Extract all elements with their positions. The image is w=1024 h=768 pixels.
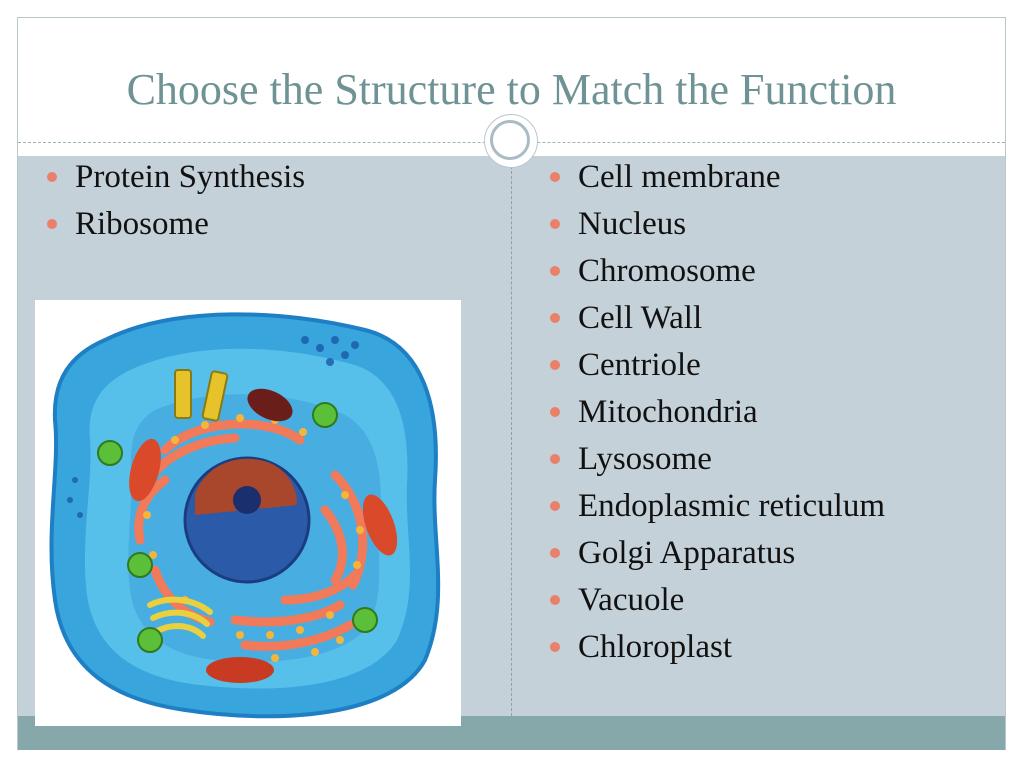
title-divider-ornament	[484, 114, 538, 168]
list-item-label: Ribosome	[75, 206, 209, 242]
slide-title: Choose the Structure to Match the Functi…	[126, 65, 897, 114]
bullet-icon	[550, 548, 560, 558]
list-item: Chloroplast	[550, 624, 885, 671]
list-item: Nucleus	[550, 201, 885, 248]
list-item-label: Chloroplast	[578, 629, 732, 665]
mitochondrion-shape	[129, 388, 398, 683]
nucleolus-shape	[233, 486, 261, 514]
centriole-shape	[174, 369, 229, 422]
list-item-label: Nucleus	[578, 206, 687, 242]
list-item-label: Cell Wall	[578, 300, 703, 336]
right-bullet-list: Cell membrane Nucleus Chromosome Cell Wa…	[550, 154, 885, 671]
bullet-icon	[550, 501, 560, 511]
list-item: Cell membrane	[550, 154, 885, 201]
list-item: Centriole	[550, 342, 885, 389]
list-item: Chromosome	[550, 248, 885, 295]
list-item-label: Chromosome	[578, 253, 756, 289]
list-item-label: Endoplasmic reticulum	[578, 488, 886, 524]
list-item-label: Mitochondria	[578, 394, 758, 430]
bullet-icon	[550, 642, 560, 652]
ornament-ring	[490, 120, 530, 160]
bullet-icon	[47, 172, 57, 182]
ribosome-dots	[143, 414, 364, 662]
vesicle-dots	[67, 336, 359, 518]
list-item-label: Centriole	[578, 347, 701, 383]
left-bullet-list: Protein Synthesis Ribosome	[47, 154, 305, 248]
list-item: Protein Synthesis	[47, 154, 305, 201]
bullet-icon	[550, 360, 560, 370]
animal-cell-image	[35, 300, 461, 726]
list-item-label: Cell membrane	[578, 159, 781, 195]
bullet-icon	[47, 219, 57, 229]
list-item: Endoplasmic reticulum	[550, 483, 885, 530]
bullet-icon	[550, 407, 560, 417]
bullet-icon	[550, 172, 560, 182]
list-item: Lysosome	[550, 436, 885, 483]
list-item-label: Vacuole	[578, 582, 685, 618]
bullet-icon	[550, 313, 560, 323]
bullet-icon	[550, 454, 560, 464]
animal-cell-illustration	[49, 312, 441, 719]
bullet-icon	[550, 219, 560, 229]
column-divider	[511, 156, 512, 716]
list-item: Vacuole	[550, 577, 885, 624]
lysosome-shape	[97, 402, 378, 653]
bullet-icon	[550, 595, 560, 605]
golgi-apparatus-shape	[147, 596, 213, 639]
list-item-label: Golgi Apparatus	[578, 535, 796, 571]
list-item: Ribosome	[47, 201, 305, 248]
list-item: Mitochondria	[550, 389, 885, 436]
bullet-icon	[550, 266, 560, 276]
list-item-label: Protein Synthesis	[75, 159, 306, 195]
list-item-label: Lysosome	[578, 441, 712, 477]
list-item: Cell Wall	[550, 295, 885, 342]
list-item: Golgi Apparatus	[550, 530, 885, 577]
